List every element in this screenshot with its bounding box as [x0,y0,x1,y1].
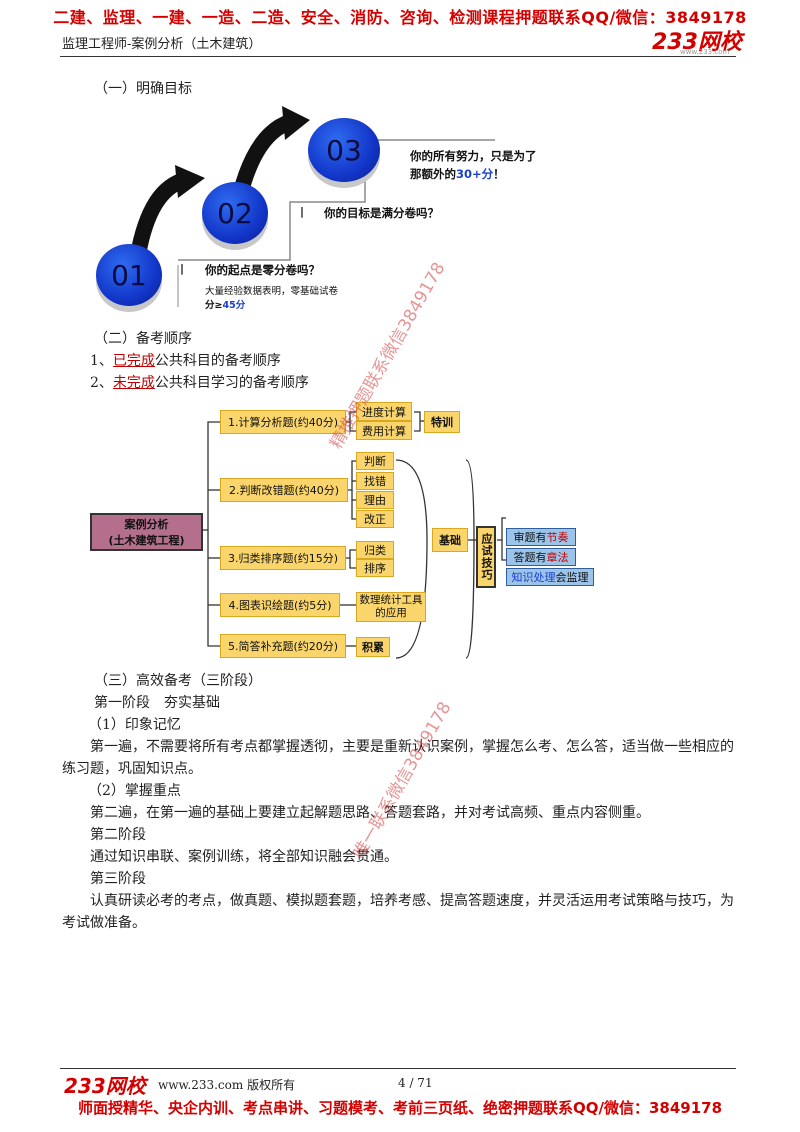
step-circle-01: 01 [96,244,162,306]
logo-url: www.233.com [680,48,730,56]
branch-3: 3.归类排序题(约15分) [220,546,346,570]
arrow-2-head-icon [282,106,310,140]
child-1-2: 费用计算 [356,421,412,440]
child-2-2: 找错 [356,472,394,490]
section2-item-2: 2、未完成公共科目学习的备考顺序 [90,372,309,394]
child-2-3: 理由 [356,491,394,509]
item1-highlight: 已完成 [112,353,155,369]
step3-line2-prefix: 那额外的 [410,167,456,181]
page-number: 4 / 71 [398,1076,433,1090]
tip3-text: 会监理 [555,571,589,584]
mindmap-connectors [203,411,506,659]
bottom-banner: 师面授精华、央企内训、考点串讲、习题模考、考前三页纸、绝密押题联系QQ/微信：3… [77,1099,723,1117]
child-1-1: 进度计算 [356,402,412,421]
footer-site[interactable]: www.233.com 版权所有 [158,1078,296,1092]
step3-line2-value: 30+分 [456,167,494,181]
child-3-1: 归类 [356,541,394,559]
stage1-title: 第一阶段 夯实基础 [94,695,220,711]
step1-line3: 分≥45分 [205,297,245,311]
staircase-line [178,139,495,261]
tip1-highlight: 节奏 [546,531,569,544]
step1-line1: 你的起点是零分卷吗？ [205,263,320,277]
mindmap-root: 案例分析 (土木建筑工程) [90,513,203,551]
section3-heading: （三）高效备考（三阶段） [94,673,262,689]
group-special-training: 特训 [424,411,460,433]
step3-line2: 那额外的30+分！ [410,166,505,182]
branch-2: 2.判断改错题(约40分) [220,478,348,502]
footer-rule [60,1068,736,1069]
child-4-1: 数理统计工具的应用 [356,592,426,622]
footer-logo[interactable]: 233网校 [64,1074,146,1098]
step-circle-03: 03 [308,118,380,182]
header-subtitle: 监理工程师-案例分析（土木建筑） [62,37,262,52]
item1-prefix: 1、 [90,353,113,369]
child-5-1: 积累 [356,637,390,657]
top-banner: 二建、监理、一建、一造、二造、安全、消防、咨询、检测课程押题联系QQ/微信：38… [53,8,747,27]
sub2-body: 第二遍，在第一遍的基础上要建立起解题思路、答题套路，并对考试高频、重点内容侧重。 [90,805,650,821]
child-3-2: 排序 [356,559,394,577]
branch-5: 5.简答补充题(约20分) [220,634,346,658]
stage2-title: 第二阶段 [90,827,146,843]
stage3-title: 第三阶段 [90,871,146,887]
tip2-highlight: 章法 [546,551,569,564]
group-exam-skills: 应试技巧 [476,526,496,588]
step-circle-02: 02 [202,182,268,244]
branch-1: 1.计算分析题(约40分) [220,410,346,434]
header-rule [60,56,736,57]
section2-heading: （二）备考顺序 [94,331,192,347]
step2-marker: | [300,205,305,218]
child-2-4: 改正 [356,510,394,528]
stage2-body: 通过知识串联、案例训练，将全部知识融会贯通。 [90,849,398,865]
sub2-title: （2）掌握重点 [88,783,181,799]
tip-1: 审题有节奏 [506,528,576,546]
stage3-body: 认真研读必考的考点，做真题、模拟题套题，培养考感、提高答题速度，并灵活运用考试策… [62,893,734,931]
tip-2: 答题有章法 [506,548,576,566]
step2-line1: 你的目标是满分卷吗？ [324,206,439,220]
arrow-1-head-icon [175,165,205,198]
child-2-1: 判断 [356,452,394,470]
branch-4: 4.图表识绘题(约5分) [220,593,340,617]
step3-line2-suffix: ！ [493,167,505,181]
tip2-text: 答题有 [513,551,547,564]
item1-rest: 公共科目的备考顺序 [154,353,281,369]
tip1-text: 审题有 [513,531,547,544]
step1-marker: | [180,262,185,275]
step3-line1: 你的所有努力，只是为了 [410,149,537,163]
group-basis: 基础 [432,528,468,552]
step1-line2: 大量经验数据表明，零基础试卷 [205,286,339,297]
section1-heading: （一）明确目标 [94,81,192,97]
sub1-title: （1）印象记忆 [88,717,181,733]
item2-highlight: 未完成 [112,375,155,391]
item2-rest: 公共科目学习的备考顺序 [154,375,309,391]
item2-prefix: 2、 [90,375,113,391]
tip3-highlight: 知识处理 [511,571,556,584]
tip-3: 知识处理会监理 [506,568,594,586]
section2-item-1: 1、已完成公共科目的备考顺序 [90,350,281,372]
sub1-body: 第一遍，不需要将所有考点都掌握透彻，主要是重新认识案例，掌握怎么考、怎么答，适当… [62,739,734,777]
site-logo[interactable]: 233网校 [652,30,742,55]
step1-line3-value: 45分 [222,300,246,311]
step1-line3-prefix: 分≥ [205,300,223,311]
